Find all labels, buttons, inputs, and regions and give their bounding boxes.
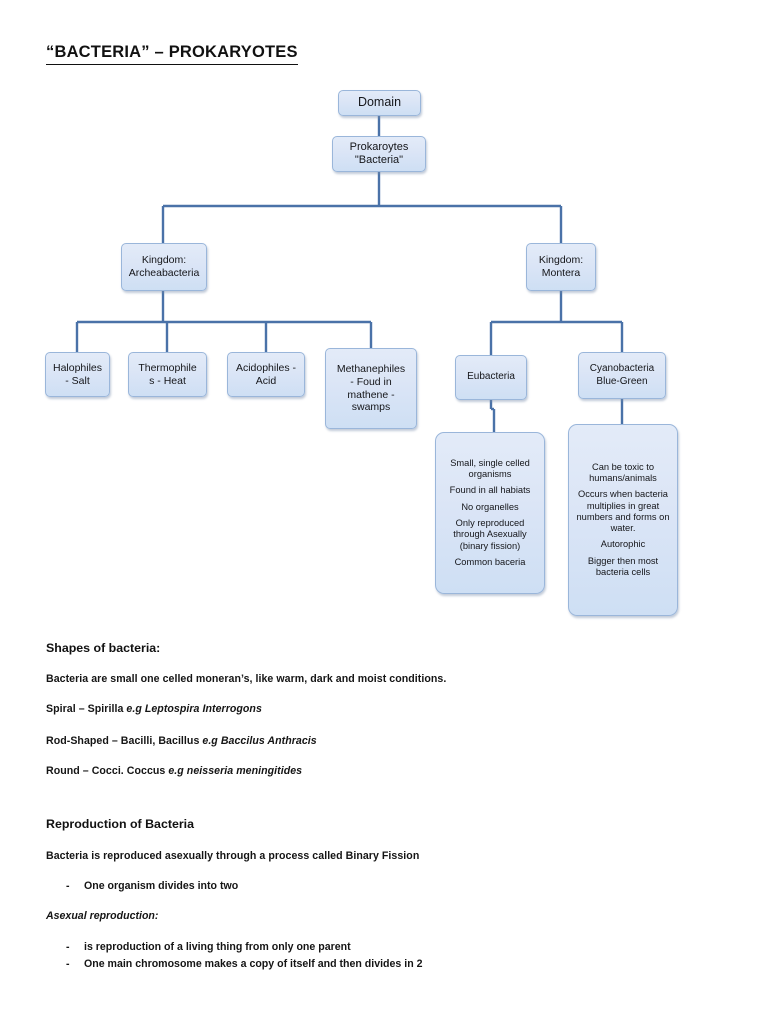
node-kingdom-archeabacteria-line1: Kingdom:	[141, 254, 187, 267]
node-domain[interactable]: Domain	[338, 90, 421, 116]
node-acidophiles-line1: Acidophiles -	[235, 361, 297, 374]
node-thermophiles-line1: Thermophile	[138, 361, 197, 374]
node-acidophiles[interactable]: Acidophiles - Acid	[227, 352, 305, 397]
asexual-subheading-wrap: Asexual reproduction:	[46, 910, 686, 922]
node-thermophiles[interactable]: Thermophile s - Heat	[128, 352, 207, 397]
bullet-dash-icon: -	[66, 941, 70, 953]
node-prokaryotes[interactable]: Prokaroytes "Bacteria"	[332, 136, 426, 172]
shapes-heading: Shapes of bacteria:	[46, 641, 161, 655]
shapes-intro-wrap: Bacteria are small one celled moneran’s,…	[46, 673, 686, 685]
node-kingdom-archeabacteria-line2: Archeabacteria	[128, 267, 200, 279]
cyanobacteria-detail-item: Bigger then most bacteria cells	[587, 555, 659, 578]
eubacteria-detail-item: No organelles	[461, 501, 519, 512]
shapes-item-spiral-italic: e.g Leptospira Interrogons	[126, 703, 262, 715]
node-methanephiles-line1: Methanephiles	[336, 362, 406, 375]
shapes-item-rod-wrap: Rod-Shaped – Bacilli, Bacillus e.g Bacci…	[46, 735, 686, 747]
shapes-item-round: Round – Cocci. Coccus e.g neisseria meni…	[46, 765, 686, 777]
node-prokaryotes-line1: Prokaroytes	[349, 140, 409, 153]
eubacteria-detail-item: Found in all habiats	[449, 485, 531, 496]
reproduction-bullet-2-text: is reproduction of a living thing from o…	[84, 941, 351, 953]
node-halophiles[interactable]: Halophiles - Salt	[45, 352, 110, 397]
shapes-item-round-bold: Round – Cocci. Coccus	[46, 765, 169, 777]
shapes-item-round-wrap: Round – Cocci. Coccus e.g neisseria meni…	[46, 765, 686, 777]
node-eubacteria[interactable]: Eubacteria	[455, 355, 527, 400]
node-cyanobacteria-line1: Cyanobacteria	[589, 363, 655, 375]
node-methanephiles-line3: mathene -	[347, 388, 395, 401]
page-title: “BACTERIA” – PROKARYOTES	[46, 43, 298, 65]
shapes-section: Shapes of bacteria:	[46, 641, 686, 655]
eubacteria-detail-item: Only reproduced through Asexually (binar…	[453, 518, 527, 551]
reproduction-heading: Reproduction of Bacteria	[46, 817, 195, 831]
reproduction-bullet-2: - is reproduction of a living thing from…	[46, 941, 686, 953]
bullet-dash-icon: -	[66, 958, 70, 970]
reproduction-bullet-2-wrap: - is reproduction of a living thing from…	[46, 941, 686, 953]
reproduction-section: Reproduction of Bacteria	[46, 817, 686, 831]
reproduction-bullet-3: - One main chromosome makes a copy of it…	[46, 958, 686, 970]
node-cyanobacteria[interactable]: Cyanobacteria Blue-Green	[578, 352, 666, 399]
eubacteria-detail-item: Small, single celled organisms	[450, 457, 530, 480]
cyanobacteria-detail-item: Autorophic	[600, 539, 646, 550]
cyanobacteria-detail-item: Occurs when bacteria multiplies in great…	[576, 489, 670, 534]
shapes-item-rod-bold: Rod-Shaped – Bacilli, Bacillus	[46, 735, 203, 747]
node-methanephiles-line2: - Foud in	[350, 375, 392, 388]
reproduction-bullet-1-text: One organism divides into two	[84, 880, 239, 892]
node-eubacteria-details[interactable]: Small, single celled organisms Found in …	[435, 432, 545, 594]
shapes-item-rod: Rod-Shaped – Bacilli, Bacillus e.g Bacci…	[46, 735, 686, 747]
node-acidophiles-line2: Acid	[255, 374, 277, 387]
reproduction-bullet-1: - One organism divides into two	[46, 880, 686, 892]
bacteria-classification-diagram: Domain Prokaroytes "Bacteria" Kingdom: A…	[45, 90, 678, 616]
shapes-item-round-italic: e.g neisseria meningitides	[168, 765, 303, 777]
node-domain-label: Domain	[357, 95, 402, 110]
node-kingdom-archeabacteria[interactable]: Kingdom: Archeabacteria	[121, 243, 207, 291]
eubacteria-detail-item: Common baceria	[454, 556, 526, 567]
node-halophiles-line1: Halophiles	[52, 361, 103, 374]
diagram-connectors	[75, 115, 624, 432]
node-methanephiles[interactable]: Methanephiles - Foud in mathene - swamps	[325, 348, 417, 429]
reproduction-intro: Bacteria is reproduced asexually through…	[46, 850, 420, 862]
reproduction-bullet-3-text: One main chromosome makes a copy of itse…	[84, 958, 423, 970]
reproduction-bullet-3-wrap: - One main chromosome makes a copy of it…	[46, 958, 686, 970]
reproduction-intro-wrap: Bacteria is reproduced asexually through…	[46, 850, 686, 862]
shapes-item-spiral-wrap: Spiral – Spirilla e.g Leptospira Interro…	[46, 703, 686, 715]
node-cyanobacteria-details[interactable]: Can be toxic to humans/animals Occurs wh…	[568, 424, 678, 616]
node-kingdom-montera-line1: Kingdom:	[538, 254, 584, 267]
cyanobacteria-detail-item: Can be toxic to humans/animals	[589, 461, 657, 483]
node-methanephiles-line4: swamps	[351, 401, 391, 414]
asexual-subheading: Asexual reproduction:	[46, 910, 159, 922]
shapes-item-rod-italic: e.g Baccilus Anthracis	[202, 735, 317, 747]
shapes-intro: Bacteria are small one celled moneran’s,…	[46, 673, 447, 685]
node-prokaryotes-line2: "Bacteria"	[354, 154, 404, 166]
reproduction-bullet-1-wrap: - One organism divides into two	[46, 880, 686, 892]
shapes-item-spiral: Spiral – Spirilla e.g Leptospira Interro…	[46, 703, 686, 715]
shapes-item-spiral-bold: Spiral – Spirilla	[46, 703, 127, 715]
node-kingdom-montera-line2: Montera	[541, 267, 581, 279]
node-halophiles-line2: - Salt	[65, 374, 90, 387]
node-thermophiles-line2: s - Heat	[149, 374, 186, 387]
node-cyanobacteria-line2: Blue-Green	[596, 375, 648, 387]
node-kingdom-montera[interactable]: Kingdom: Montera	[526, 243, 596, 291]
node-eubacteria-label: Eubacteria	[467, 371, 515, 383]
bullet-dash-icon: -	[66, 880, 70, 892]
